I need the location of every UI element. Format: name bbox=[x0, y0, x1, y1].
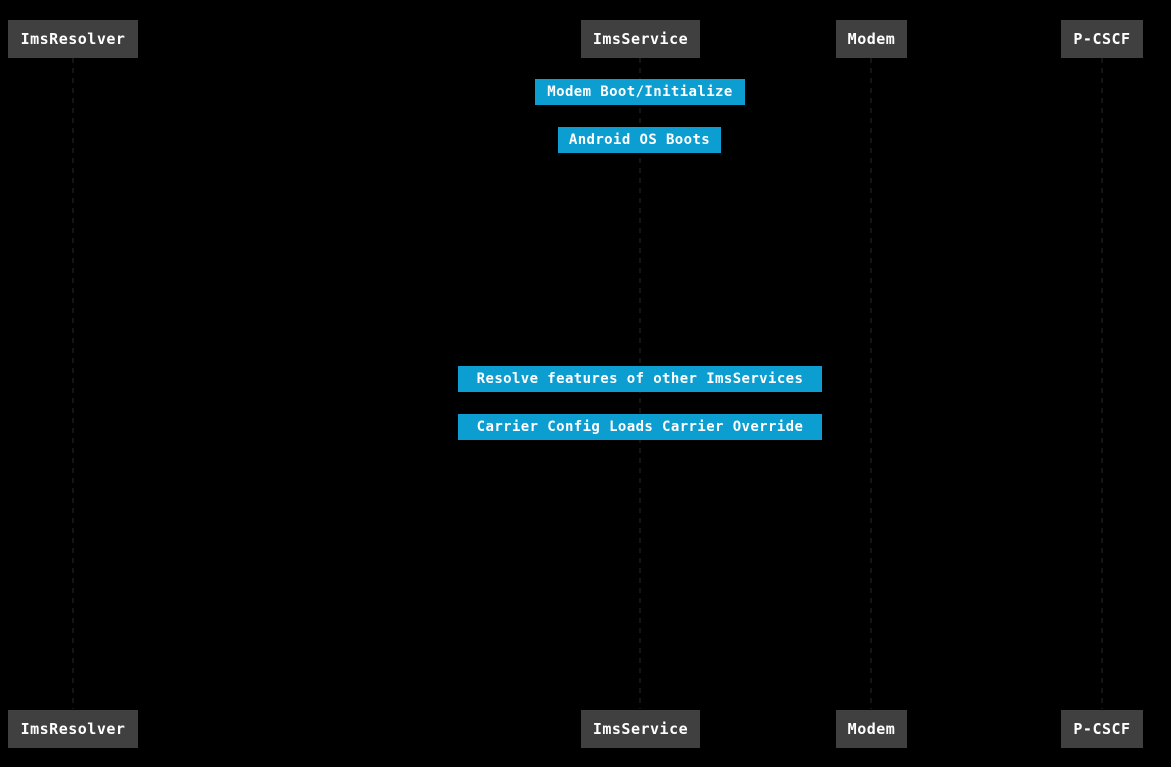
lifeline-modem bbox=[870, 58, 872, 709]
participant-footer-ims-service[interactable]: ImsService bbox=[581, 710, 700, 748]
participant-footer-p-cscf[interactable]: P-CSCF bbox=[1061, 710, 1143, 748]
note-modem-boot-initialize[interactable]: Modem Boot/Initialize bbox=[535, 79, 745, 105]
note-carrier-config-override[interactable]: Carrier Config Loads Carrier Override bbox=[458, 414, 822, 440]
lifeline-ims-resolver bbox=[72, 58, 74, 709]
participant-header-ims-resolver[interactable]: ImsResolver bbox=[8, 20, 138, 58]
participant-header-modem[interactable]: Modem bbox=[836, 20, 907, 58]
note-android-os-boots[interactable]: Android OS Boots bbox=[558, 127, 721, 153]
participant-header-ims-service[interactable]: ImsService bbox=[581, 20, 700, 58]
participant-footer-ims-resolver[interactable]: ImsResolver bbox=[8, 710, 138, 748]
participant-footer-modem[interactable]: Modem bbox=[836, 710, 907, 748]
note-resolve-features[interactable]: Resolve features of other ImsServices bbox=[458, 366, 822, 392]
participant-header-p-cscf[interactable]: P-CSCF bbox=[1061, 20, 1143, 58]
lifeline-p-cscf bbox=[1101, 58, 1103, 709]
